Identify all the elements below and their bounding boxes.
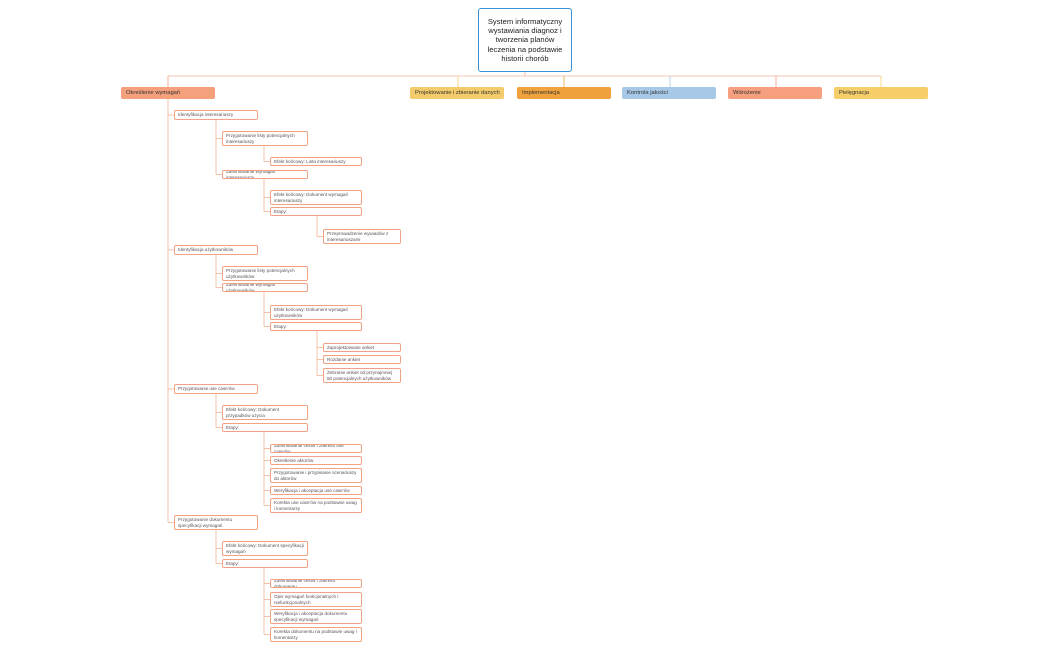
topic-specyfikacja-wymagan[interactable]: Przygotowanie dokumentu specyfikacji wym… xyxy=(174,515,258,530)
root-topic-label: System informatyczny wystawiania diagnoz… xyxy=(487,16,563,63)
topic-identyfikacja-interesariuszy[interactable]: Identyfikacja interesariuszy xyxy=(174,110,258,120)
topic-efekt-przypadki-uzycia[interactable]: Efekt końcowy: Dokument przypadków użyci… xyxy=(222,405,308,420)
topic-etapy[interactable]: Etapy: xyxy=(270,322,362,331)
topic-weryfikacja-dokumentu[interactable]: Weryfikacja i akceptacja dokumentu specy… xyxy=(270,609,362,624)
root-topic[interactable]: System informatyczny wystawiania diagnoz… xyxy=(478,8,572,72)
topic-cele-use-cases[interactable]: Zdefiniowanie celów i zakresu use case'ó… xyxy=(270,444,362,453)
topic-efekt-dokument-wymagan-interesariuszy[interactable]: Efekt końcowy: Dokument wymagań interesa… xyxy=(270,190,362,205)
topic-scenariusze[interactable]: Przygotowanie i przypisanie scenariuszy … xyxy=(270,468,362,483)
topic-efekt-dokument-wymagan-uzytkownikow[interactable]: Efekt końcowy: Dokument wymagań użytkown… xyxy=(270,305,362,320)
category-implementacja[interactable]: Implementacja xyxy=(517,87,611,99)
topic-rozdanie-ankiet[interactable]: Rozdanie ankiet xyxy=(323,355,401,364)
topic-wymagania-uzytkownikow[interactable]: Zdefiniowanie wymagań użytkowników xyxy=(222,283,308,292)
topic-etapy[interactable]: Etapy: xyxy=(222,423,308,432)
category-kontrola-jakosci[interactable]: Kontrola jakości xyxy=(622,87,716,99)
topic-efekt-specyfikacja[interactable]: Efekt końcowy: Dokument specyfikacji wym… xyxy=(222,541,308,556)
topic-efekt-lista-interesariuszy[interactable]: Efekt końcowy: Lista interesariuszy xyxy=(270,157,362,166)
topic-korekta-use-cases[interactable]: Korekta use case'ów na podstawie uwag i … xyxy=(270,498,362,513)
category-pielegnacja[interactable]: Pielęgnacja xyxy=(834,87,928,99)
topic-okreslenie-aktorow[interactable]: Określenie aktorów xyxy=(270,456,362,465)
topic-wymagania-interesariuszy[interactable]: Zdefiniowanie wymagań interesariuszy xyxy=(222,170,308,179)
topic-use-cases[interactable]: Przygotowanie use case'ów xyxy=(174,384,258,394)
topic-zaprojektowanie-ankiet[interactable]: Zaprojektowanie ankiet xyxy=(323,343,401,352)
topic-korekta-dokumentu[interactable]: Korekta dokumentu na podstawie uwag i ko… xyxy=(270,627,362,642)
topic-lista-uzytkownikow[interactable]: Przygotowanie listy potencjalnych użytko… xyxy=(222,266,308,281)
topic-cele-dokumentu[interactable]: Zdefiniowanie celów i zakresu dokumentu xyxy=(270,579,362,588)
category-wdrozenie[interactable]: Wdrożenie xyxy=(728,87,822,99)
topic-lista-interesariuszy[interactable]: Przygotowanie listy potencjalnych intere… xyxy=(222,131,308,146)
category-okreslenie-wymagan[interactable]: Określenie wymagań xyxy=(121,87,215,99)
topic-opis-wymagan[interactable]: Opis wymagań funkcjonalnych i niefunkcjo… xyxy=(270,592,362,607)
topic-weryfikacja-use-cases[interactable]: Weryfikacja i akceptacja use case'ów xyxy=(270,486,362,495)
topic-zebranie-ankiet[interactable]: Zebranie ankiet od przynajmniej 50 poten… xyxy=(323,368,401,383)
topic-wywiady[interactable]: Przeprowadzenie wywiadów z interesariusz… xyxy=(323,229,401,244)
topic-identyfikacja-uzytkownikow[interactable]: Identyfikacja użytkowników xyxy=(174,245,258,255)
topic-etapy[interactable]: Etapy: xyxy=(270,207,362,216)
category-projektowanie[interactable]: Projektowanie i zbieranie danych xyxy=(410,87,504,99)
topic-etapy[interactable]: Etapy: xyxy=(222,559,308,568)
